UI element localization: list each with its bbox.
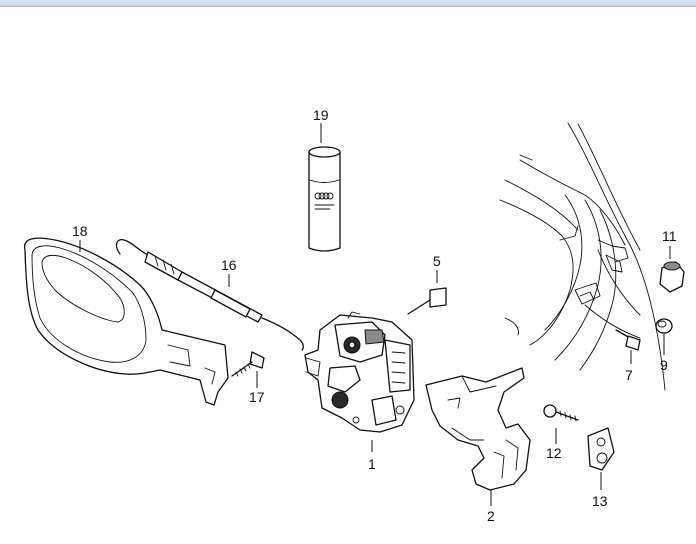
callout-17: 17 bbox=[249, 389, 265, 405]
callout-9: 9 bbox=[660, 357, 668, 373]
lock-bracket bbox=[425, 367, 531, 506]
spray-can bbox=[308, 123, 341, 252]
plug-cap bbox=[659, 246, 685, 293]
callout-1: 1 bbox=[368, 456, 376, 472]
callout-11: 11 bbox=[662, 228, 677, 244]
callout-2: 2 bbox=[487, 508, 495, 524]
striker-bolt bbox=[543, 404, 579, 444]
grommet bbox=[655, 318, 673, 355]
door-lock bbox=[304, 311, 415, 452]
callout-16: 16 bbox=[221, 257, 237, 273]
striker-plate bbox=[587, 427, 615, 490]
callout-12: 12 bbox=[546, 445, 562, 461]
door-handle bbox=[23, 237, 229, 406]
callout-18: 18 bbox=[72, 223, 88, 239]
screw-17 bbox=[231, 351, 265, 388]
release-cable bbox=[115, 239, 304, 351]
callout-19: 19 bbox=[313, 107, 329, 123]
callout-5: 5 bbox=[433, 253, 441, 269]
door-frame-outline bbox=[499, 122, 666, 391]
screw-7 bbox=[615, 329, 641, 364]
callout-13: 13 bbox=[592, 493, 608, 509]
callout-7: 7 bbox=[625, 367, 633, 383]
pin-5 bbox=[407, 270, 447, 315]
window-top-bar bbox=[0, 0, 696, 7]
